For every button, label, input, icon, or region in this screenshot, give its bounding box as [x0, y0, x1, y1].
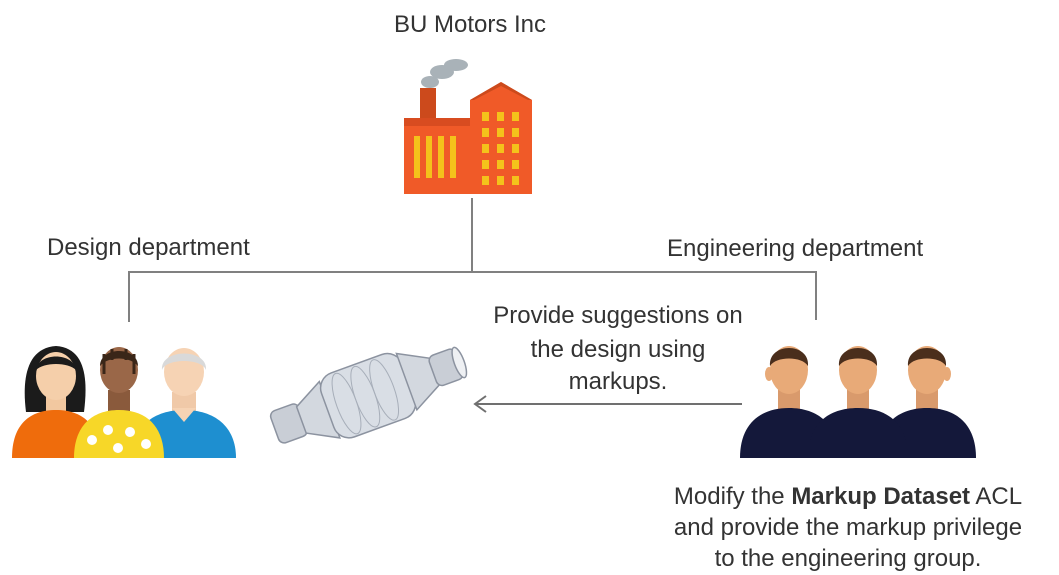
company-name: BU Motors Inc: [393, 11, 547, 38]
engineer-middle: [808, 346, 908, 458]
engineer-right: [878, 346, 976, 458]
suggestion-text-line-1: Provide suggestions on: [493, 302, 743, 329]
factory-icon: [404, 59, 532, 194]
exhaust-part-model-icon: [269, 346, 468, 444]
acl-note-post: ACL: [970, 483, 1023, 510]
markup-dataset-emphasis: Markup Dataset: [791, 483, 971, 510]
suggestion-text-line-2: the design using: [530, 336, 706, 363]
acl-note-line-2: and provide the markup privilege: [673, 514, 1023, 541]
design-team-icon: [12, 346, 236, 458]
suggestion-text-line-3: markups.: [568, 368, 668, 395]
engineering-department-label: Engineering department: [667, 235, 924, 262]
design-department-label: Design department: [47, 234, 250, 261]
acl-note-pre: Modify the: [673, 483, 792, 510]
suggestion-arrowhead: [473, 395, 487, 413]
engineering-team-icon: [740, 346, 976, 458]
acl-note-line-1: Modify the Markup Dataset ACL: [640, 483, 1056, 511]
acl-note-line-3: to the engineering group.: [714, 545, 982, 572]
